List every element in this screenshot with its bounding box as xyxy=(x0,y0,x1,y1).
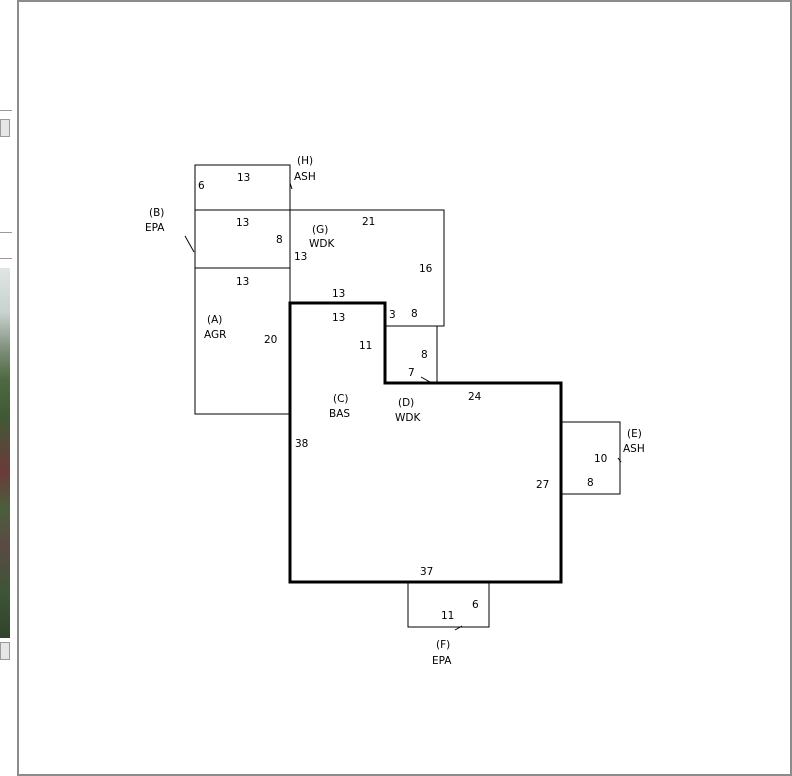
dimension-label: 13 xyxy=(236,217,249,229)
leader-mark xyxy=(184,235,195,253)
area-g-code: (G) xyxy=(312,224,328,236)
area-a-agr-outline xyxy=(194,268,290,415)
area-c-type: BAS xyxy=(329,408,350,420)
panel-button[interactable] xyxy=(0,642,10,660)
panel-divider xyxy=(0,110,12,111)
area-b-type: EPA xyxy=(145,222,165,234)
dimension-label: 24 xyxy=(468,391,482,403)
dimension-label: 6 xyxy=(472,599,479,611)
area-e-type: ASH xyxy=(623,443,645,455)
dimension-label: 13 xyxy=(236,276,249,288)
dimension-label: 8 xyxy=(411,308,418,320)
left-panel-strip xyxy=(0,0,12,776)
area-d-wdk-outline xyxy=(385,325,438,383)
dimension-label: 13 xyxy=(294,251,307,263)
dimension-label: 16 xyxy=(419,263,433,275)
dimension-label: 20 xyxy=(264,334,277,346)
dimension-label: 13 xyxy=(332,312,345,324)
dimension-label: 38 xyxy=(295,438,308,450)
leader-mark xyxy=(454,625,463,631)
leader-mark xyxy=(420,376,431,383)
dimension-label: 11 xyxy=(441,610,454,622)
dimension-label: 8 xyxy=(276,234,283,246)
area-f-code: (F) xyxy=(436,639,450,651)
dimension-label: 10 xyxy=(594,453,607,465)
area-b-code: (B) xyxy=(149,207,164,219)
dimension-label: 11 xyxy=(359,340,372,352)
dimension-label: 21 xyxy=(362,216,375,228)
area-e-code: (E) xyxy=(627,428,642,440)
area-c-code: (C) xyxy=(333,393,349,405)
dimension-label: 13 xyxy=(237,172,250,184)
dimension-label: 37 xyxy=(420,566,433,578)
panel-button[interactable] xyxy=(0,119,10,137)
dimension-label: 27 xyxy=(536,479,549,491)
area-h-type: ASH xyxy=(294,171,316,183)
area-d-type: WDK xyxy=(395,412,421,424)
area-f-epa-outline xyxy=(407,582,490,628)
leader-mark xyxy=(289,182,293,190)
area-d-code: (D) xyxy=(398,397,414,409)
leader-mark xyxy=(617,457,622,463)
area-g-wdk-outline xyxy=(290,209,445,327)
dimension-label: 6 xyxy=(198,180,205,192)
property-photo-thumbnail[interactable] xyxy=(0,268,10,638)
area-h-code: (H) xyxy=(297,155,313,167)
sketch-frame xyxy=(17,0,792,776)
panel-divider xyxy=(0,232,12,233)
area-a-type: AGR xyxy=(204,329,226,341)
area-e-ash-outline xyxy=(561,421,621,495)
dimension-label: 7 xyxy=(408,367,415,379)
area-f-type: EPA xyxy=(432,655,452,667)
dimension-label: 3 xyxy=(389,309,396,321)
area-a-code: (A) xyxy=(207,314,222,326)
dimension-label: 13 xyxy=(332,288,345,300)
dimension-label: 8 xyxy=(587,477,594,489)
dimension-label: 8 xyxy=(421,349,428,361)
panel-divider xyxy=(0,258,12,259)
area-g-type: WDK xyxy=(309,238,335,250)
area-c-bas-outline xyxy=(288,301,563,584)
